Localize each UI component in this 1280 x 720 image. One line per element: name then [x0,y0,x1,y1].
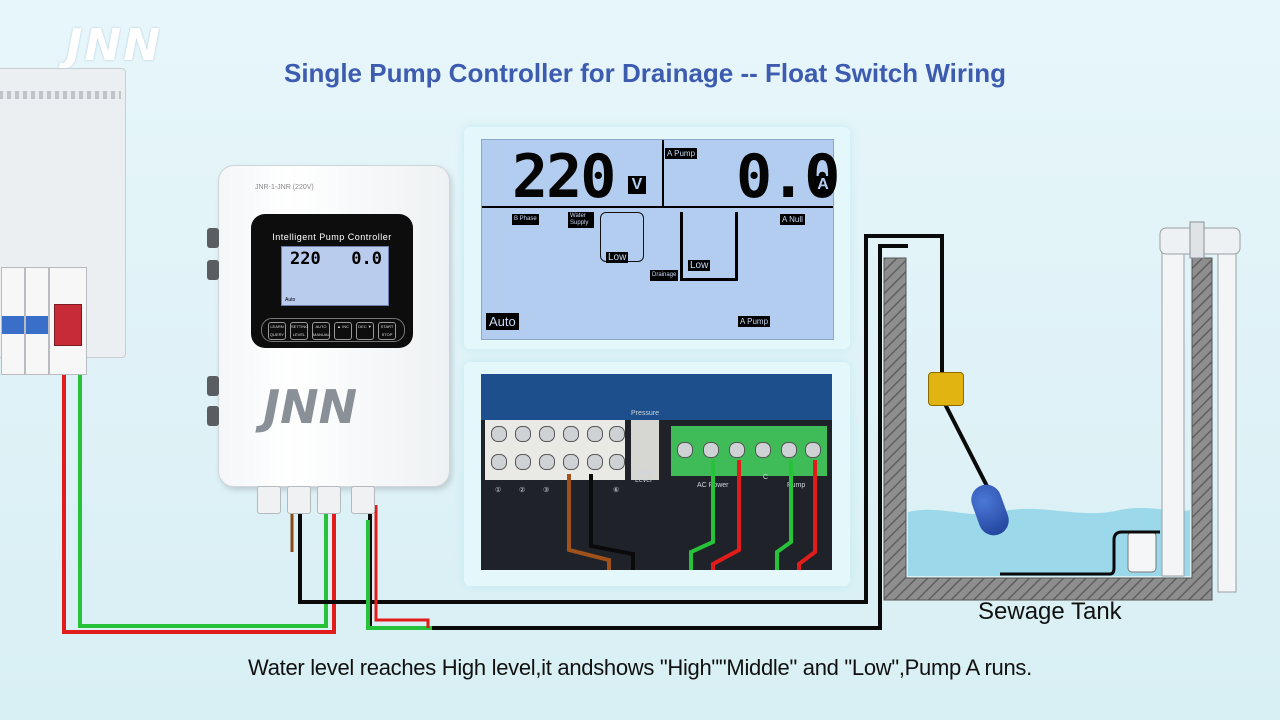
voltage-unit: V [628,176,646,194]
water [908,508,1190,576]
current-unit: A [815,176,831,194]
drainage-label: Drainage [650,270,679,281]
mode-label: Auto [486,313,519,330]
pressure-switch [631,420,659,480]
terminal-3: ③ [543,487,550,494]
latch-top [207,228,219,248]
power-terminal-block [671,426,827,476]
breaker-panel [0,68,126,375]
cable-gland-1 [257,486,281,514]
controller-face: Intelligent Pump Controller 220 0.0 Auto… [251,214,413,348]
float-cable [943,403,992,493]
controller-logo: JNN [263,380,358,434]
terminal-2: ② [519,487,526,494]
cable-gland-3 [317,486,341,514]
caption: Water level reaches High level,it andsho… [248,655,1032,680]
dec-key[interactable]: DEC ▼ [356,322,374,340]
water-level-label: Water Level [635,470,654,484]
c-label: C [763,474,769,481]
latch-top-2 [207,260,219,280]
mini-lcd: 220 0.0 Auto [281,246,389,306]
din-rail [0,91,121,99]
main-breaker [49,267,87,375]
lcd-hdivider [482,206,833,208]
mini-voltage: 220 [290,249,321,269]
controller-title: Intelligent Pump Controller [272,232,392,242]
sewage-tank-label: Sewage Tank [978,598,1122,625]
breaker-2 [25,267,49,375]
inc-key[interactable]: ▲ INC [334,322,352,340]
cable-gland-2 [287,486,311,514]
lcd-display: 220 V A Pump 0.0 A B Phase Water Supply … [481,139,840,340]
pump-label-top: A Pump [665,148,698,159]
wire-red-pump [374,505,430,628]
tank-level: Low [606,252,629,263]
keypad: LEARN QUERY SETTING LEVEL AUTO MANUAL ▲ … [261,318,405,342]
pump-label: Pump [787,482,806,489]
wire-black-float [298,234,944,604]
pump-controller: JNR-1-JNR (220V) Intelligent Pump Contro… [207,165,450,514]
voltage-readout: 220 [512,142,616,212]
lcd-divider [662,140,664,206]
latch-bottom [207,376,219,396]
brand-logo: JNN [66,20,163,71]
start-stop-key[interactable]: START STOP [378,322,396,340]
b-phase-label: B Phase [512,214,539,225]
sewage-tank [883,221,1241,601]
submersible-pump [1127,531,1157,573]
terminal-6: ⑥ [613,487,620,494]
water-supply-label: Water Supply [568,212,594,228]
pump-label-bottom: A Pump [738,316,771,327]
wire-green-mains [78,300,328,628]
terminal-1: ① [495,487,502,494]
latch-bottom-2 [207,406,219,426]
drain-well-icon [680,212,738,281]
page-title: Single Pump Controller for Drainage -- F… [283,58,1007,88]
float-switch-counterweight [928,372,964,406]
a-null-label: A Null [780,214,805,225]
mini-mode: Auto [285,297,296,303]
terminal-strip-left [485,420,625,480]
setting-level-key[interactable]: SETTING LEVEL [290,322,308,340]
terminal-board: Pressure Water Level ① ② ③ ⑥ AC Power C … [481,374,832,570]
wire-red-mains [62,300,336,634]
board-wires [567,460,817,570]
pressure-label: Pressure [631,410,660,417]
pcb [481,374,832,420]
mini-current: 0.0 [351,249,382,269]
wire-green-pump [366,520,432,630]
cable-gland-4 [351,486,375,514]
model-label: JNR-1-JNR (220V) [255,184,314,191]
well-level: Low [688,260,711,271]
learn-query-key[interactable]: LEARN QUERY [268,322,286,340]
breaker-1 [1,267,25,375]
auto-manual-key[interactable]: AUTO MANUAL [312,322,330,340]
